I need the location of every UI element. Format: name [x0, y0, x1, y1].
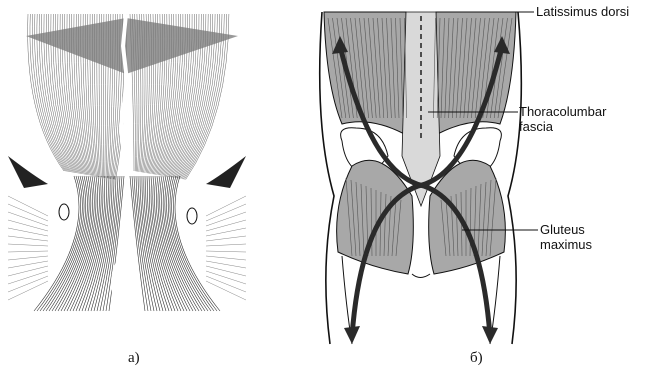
- bottom-gap: [111, 260, 135, 310]
- side-line: [206, 204, 246, 221]
- fiber-drawing: [4, 6, 250, 346]
- side-line: [206, 261, 246, 268]
- side-line: [8, 236, 48, 241]
- side-line: [206, 271, 246, 284]
- side-line: [8, 244, 48, 246]
- gluteal-cleft: [412, 274, 430, 278]
- label-latissimus-dorsi: Latissimus dorsi: [536, 4, 629, 19]
- caption-panel-b: б): [470, 350, 483, 367]
- side-line: [8, 261, 48, 268]
- side-line: [206, 244, 246, 246]
- back-muscles-drawing: [312, 6, 642, 346]
- label-thoracolumbar-line1: Thoracolumbar: [519, 104, 606, 119]
- arrowhead-bottom-right: [482, 326, 498, 344]
- label-gluteus-maximus: Gluteus maximus: [540, 222, 592, 252]
- side-line: [8, 271, 48, 284]
- side-line: [8, 196, 48, 216]
- side-line: [206, 256, 246, 260]
- side-line: [206, 236, 246, 241]
- label-gluteus-line2: maximus: [540, 237, 592, 252]
- side-line: [206, 196, 246, 216]
- label-gluteus-line1: Gluteus: [540, 222, 592, 237]
- side-line: [8, 251, 48, 252]
- right-wedge: [206, 156, 246, 188]
- side-line: [8, 212, 48, 226]
- fiber-line: [46, 176, 86, 311]
- label-thoracolumbar-fascia: Thoracolumbar fascia: [519, 104, 606, 134]
- panel-a-fiber-illustration: [4, 6, 250, 346]
- side-line: [8, 204, 48, 221]
- caption-panel-a: а): [128, 350, 140, 367]
- side-line: [8, 266, 48, 276]
- side-line: [206, 251, 246, 252]
- side-line: [8, 256, 48, 260]
- side-line: [206, 212, 246, 226]
- side-line: [206, 266, 246, 276]
- left-wedge: [8, 156, 48, 188]
- label-thoracolumbar-line2: fascia: [519, 119, 606, 134]
- panel-b-anatomy-diagram: [312, 6, 642, 346]
- arrowhead-bottom-left: [344, 326, 360, 344]
- fiber-line: [168, 176, 208, 311]
- right-oval: [187, 208, 197, 224]
- left-oval: [59, 204, 69, 220]
